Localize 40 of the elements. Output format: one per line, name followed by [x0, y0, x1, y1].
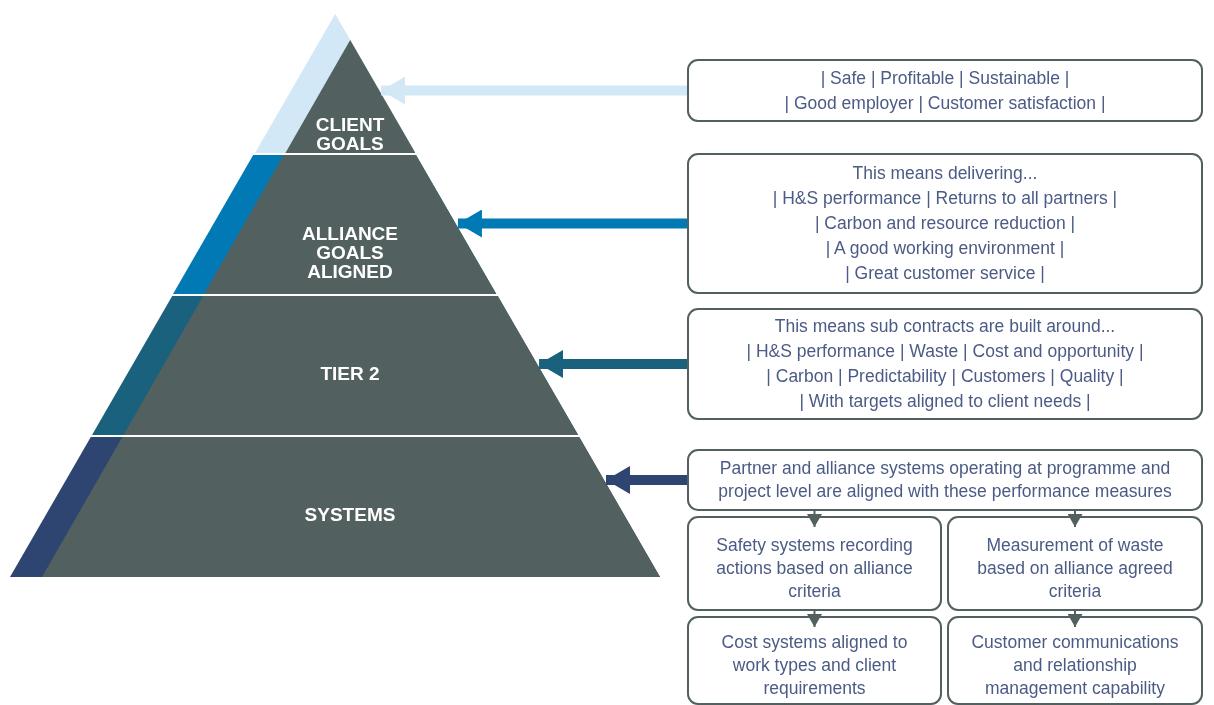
text-box [687, 449, 1203, 511]
box-text: | With targets aligned to client needs | [799, 390, 1091, 413]
arrow [1067, 610, 1083, 628]
box-text: | Good employer | Customer satisfaction | [784, 91, 1106, 115]
arrow [539, 350, 687, 378]
tier-label: ALLIANCE GOALS ALIGNED [300, 224, 399, 281]
box-text: | Great customer service | [845, 262, 1045, 285]
arrow [807, 510, 822, 528]
text-box [947, 516, 1203, 611]
text-box [947, 616, 1203, 705]
arrow [807, 610, 822, 628]
box-text: Measurement of waste based on alliance agreed criteria [976, 534, 1174, 603]
box-text: | H&S performance | Returns to all partners | [772, 187, 1118, 210]
pyramid-tier [10, 437, 660, 577]
tier-label: TIER 2 [319, 364, 381, 383]
text-box [687, 616, 942, 705]
arrow [1067, 510, 1083, 528]
box-text: This means sub contracts are built around... [774, 315, 1116, 338]
pyramid-tier [91, 296, 578, 435]
arrow [606, 466, 687, 494]
box-text: Customer communications and relationship management capability [970, 631, 1180, 700]
text-box [687, 59, 1203, 122]
box-text: Partner and alliance systems operating at programme and project level are aligned with these performance measures [717, 457, 1173, 503]
box-text: Cost systems aligned to work types and client requirements [720, 631, 909, 700]
pyramid-tier [254, 14, 416, 153]
arrow [457, 209, 687, 238]
box-text: Safety systems recording actions based on alliance criteria [715, 534, 914, 603]
tier-label: CLIENT GOALS [314, 115, 386, 153]
tier-label: SYSTEMS [303, 505, 397, 524]
box-text: This means delivering... [852, 162, 1038, 185]
pyramid-tier [173, 155, 497, 294]
box-text: | Carbon and resource reduction | [814, 212, 1076, 235]
arrow [381, 76, 687, 105]
box-text: | Safe | Profitable | Sustainable | [820, 66, 1070, 90]
box-text: | Carbon | Predictability | Customers | Quality | [766, 365, 1124, 388]
text-box [687, 308, 1203, 420]
text-box [687, 153, 1203, 294]
text-box [687, 516, 942, 611]
box-text: | H&S performance | Waste | Cost and opportunity | [746, 340, 1144, 363]
box-text: | A good working environment | [825, 237, 1065, 260]
